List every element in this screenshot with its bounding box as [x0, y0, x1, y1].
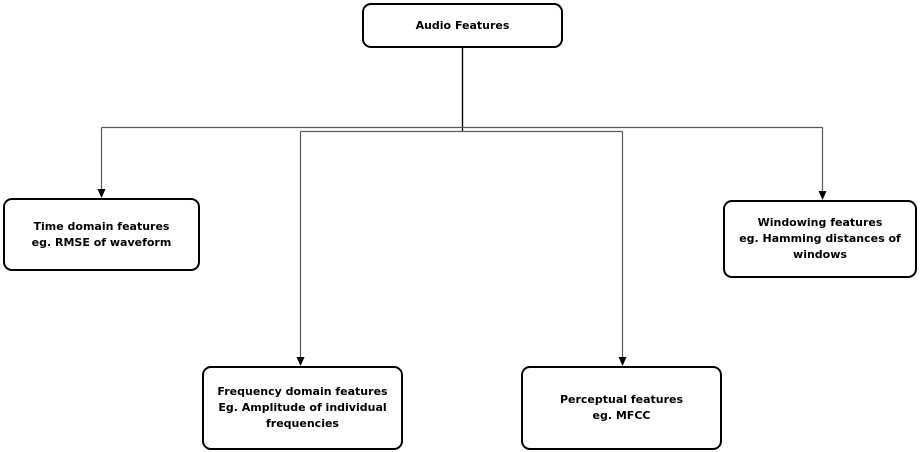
- node-label-line: eg. RMSE of waveform: [31, 235, 172, 249]
- node-perceptual: Perceptual features eg. MFCC: [521, 366, 722, 450]
- node-time-domain: Time domain features eg. RMSE of wavefor…: [3, 198, 200, 271]
- node-audio-features: Audio Features: [362, 3, 563, 48]
- node-label-line: Eg. Amplitude of individual: [218, 401, 387, 414]
- node-label-line: eg. MFCC: [592, 409, 651, 422]
- node-label-line: Audio Features: [415, 18, 510, 32]
- node-label-line: Windowing features: [757, 216, 883, 229]
- node-frequency-domain: Frequency domain features Eg. Amplitude …: [202, 366, 403, 450]
- node-label-line: Time domain features: [33, 219, 170, 233]
- node-label-line: eg. Hamming distances of: [739, 232, 901, 245]
- node-label-line: Perceptual features: [559, 393, 684, 406]
- arrowhead-frequency-domain: [296, 357, 305, 366]
- node-label-line: Frequency domain features: [217, 385, 388, 398]
- node-windowing: Windowing features eg. Hamming distances…: [723, 200, 917, 278]
- node-label-line: frequencies: [266, 417, 339, 430]
- node-label-line: windows: [793, 248, 847, 261]
- arrowhead-perceptual: [618, 357, 627, 366]
- arrowhead-windowing: [818, 191, 827, 200]
- arrowhead-time-domain: [97, 189, 106, 198]
